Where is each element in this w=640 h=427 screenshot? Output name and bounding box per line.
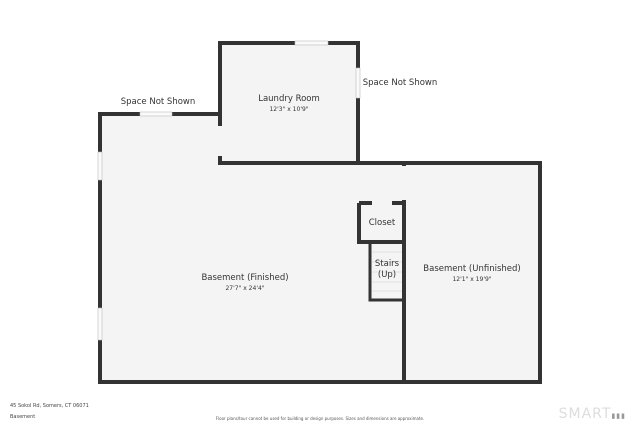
stair-treads	[372, 251, 402, 292]
stairs-label: Stairs	[374, 259, 400, 269]
laundry-room-name: Laundry Room	[258, 94, 320, 104]
closet-name: Closet	[368, 218, 396, 228]
space-not-shown-left: Space Not Shown	[120, 97, 196, 107]
floor-fill	[100, 43, 540, 382]
address: 45 Sokol Rd, Somers, CT 06071	[10, 403, 89, 409]
smart-mls-logo: SMART▮▮▮	[558, 406, 626, 422]
space-not-shown-right: Space Not Shown	[362, 78, 438, 88]
unfinished-basement-name: Basement (Unfinished)	[423, 264, 521, 274]
floor-name: Basement	[10, 414, 36, 420]
windows-openings	[97, 40, 406, 341]
disclaimer: Floor plans/tour cannot be used for buil…	[215, 416, 425, 421]
finished-basement-dims: 27'7" x 24'4"	[225, 285, 265, 292]
stairs-direction: (Up)	[377, 270, 397, 280]
unfinished-basement-dims: 12'1" x 19'9"	[452, 276, 492, 283]
finished-basement-name: Basement (Finished)	[201, 273, 289, 283]
laundry-room-dims: 12'3" x 10'9"	[269, 106, 309, 113]
